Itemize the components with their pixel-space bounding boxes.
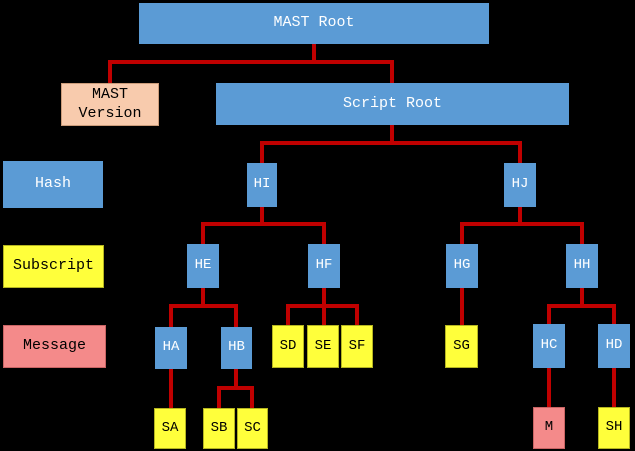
- mast-root-box: MAST Root: [139, 3, 489, 44]
- node-se: SE: [307, 325, 339, 368]
- connector-segment: [108, 60, 394, 64]
- script-root-box: Script Root: [216, 83, 569, 125]
- node-sh: SH: [598, 407, 630, 449]
- connector-segment: [580, 222, 584, 244]
- connector-segment: [250, 386, 254, 408]
- connector-segment: [201, 222, 205, 244]
- connector-segment: [580, 288, 584, 308]
- node-sd: SD: [272, 325, 304, 368]
- node-he: HE: [187, 244, 219, 288]
- connector-segment: [312, 44, 316, 64]
- connector-segment: [217, 386, 254, 390]
- node-hb: HB: [221, 327, 252, 369]
- connector-segment: [286, 304, 290, 325]
- connector-segment: [322, 222, 326, 244]
- node-hi: HI: [247, 163, 277, 207]
- node-hj: HJ: [504, 163, 536, 207]
- node-hg: HG: [446, 244, 478, 288]
- legend-subscript: Subscript: [3, 245, 104, 288]
- connector-segment: [260, 141, 522, 145]
- connector-segment: [612, 304, 616, 324]
- node-sa: SA: [154, 408, 186, 449]
- connector-segment: [460, 222, 584, 226]
- node-hh: HH: [566, 244, 598, 288]
- connector-segment: [169, 369, 173, 408]
- connector-segment: [217, 386, 221, 408]
- legend-message: Message: [3, 325, 106, 368]
- connector-segment: [169, 304, 173, 327]
- connector-segment: [390, 60, 394, 83]
- connector-segment: [547, 304, 551, 324]
- connector-segment: [201, 222, 326, 226]
- connector-segment: [518, 141, 522, 163]
- connector-segment: [169, 304, 238, 308]
- connector-segment: [260, 207, 264, 226]
- connector-segment: [234, 369, 238, 390]
- node-hf: HF: [308, 244, 340, 288]
- node-hd: HD: [598, 324, 630, 368]
- connector-segment: [612, 368, 616, 407]
- connector-segment: [260, 141, 264, 163]
- connector-segment: [547, 304, 616, 308]
- connector-segment: [234, 304, 238, 327]
- connector-segment: [322, 304, 326, 325]
- connector-segment: [201, 288, 205, 308]
- connector-segment: [547, 368, 551, 407]
- node-m: M: [533, 407, 565, 449]
- node-hc: HC: [533, 324, 565, 368]
- node-sf: SF: [341, 325, 373, 368]
- node-sc: SC: [237, 408, 268, 449]
- node-sb: SB: [203, 408, 235, 449]
- mast-version-box: MAST Version: [61, 83, 159, 126]
- connector-segment: [460, 288, 464, 325]
- connector-segment: [390, 125, 394, 145]
- connector-segment: [518, 207, 522, 226]
- node-sg: SG: [445, 325, 478, 368]
- connector-segment: [460, 222, 464, 244]
- connector-segment: [108, 60, 112, 83]
- legend-hash: Hash: [3, 161, 103, 208]
- connector-segment: [355, 304, 359, 325]
- connector-segment: [322, 288, 326, 308]
- node-ha: HA: [155, 327, 187, 369]
